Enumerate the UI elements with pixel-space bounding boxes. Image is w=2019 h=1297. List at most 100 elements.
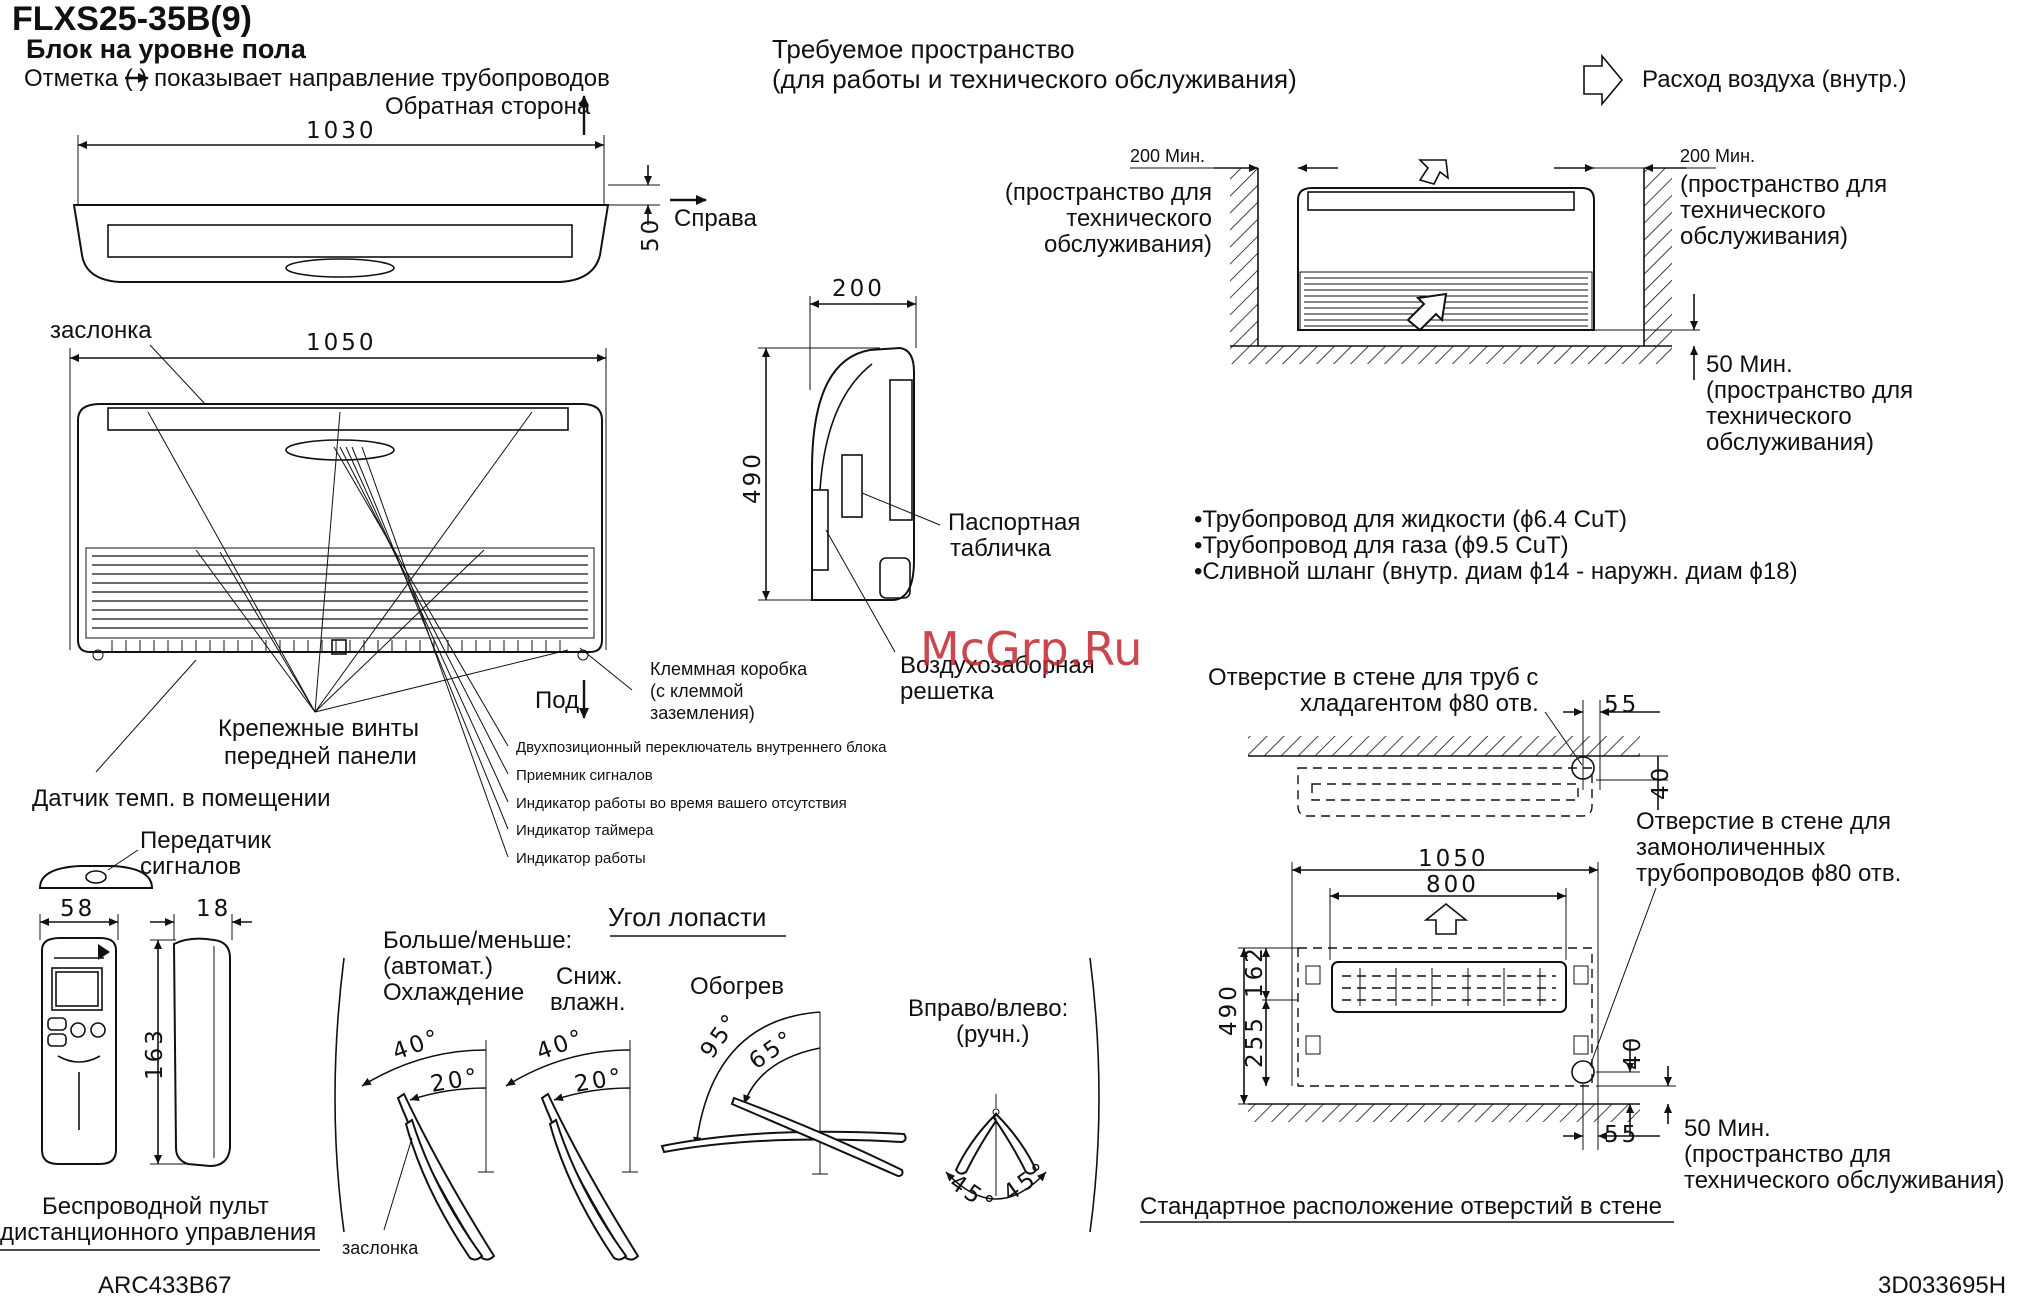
louver-title: Угол лопасти xyxy=(608,902,766,932)
model-title: FLXS25-35B(9) xyxy=(12,0,252,38)
top-depth-dim: 50 xyxy=(638,217,664,252)
dry-angle-20: 20° xyxy=(573,1064,627,1098)
louver-dry-2: влажн. xyxy=(550,989,626,1016)
wall-caption: Стандартное расположение отверстий в сте… xyxy=(1140,1193,1662,1220)
airflow-legend-label: Расход воздуха (внутр.) xyxy=(1642,66,1907,93)
piping-liquid: •Трубопровод для жидкости (ϕ6.4 CuT) xyxy=(1194,506,1627,533)
callout-switch: Двухпозиционный переключатель внутреннег… xyxy=(516,739,887,756)
space-title-1: Требуемое пространство xyxy=(772,34,1075,64)
top-width-dim: 1030 xyxy=(306,118,377,144)
space-bottom-min: 50 Мин. xyxy=(1706,351,1793,378)
hole-1-label-b: хладагентом ϕ80 отв. xyxy=(1300,690,1539,717)
remote-model: ARC433B67 xyxy=(98,1272,231,1297)
hole-2-label-a: Отверстие в стене для xyxy=(1636,808,1891,835)
front-grille xyxy=(92,555,588,652)
wall-dim-490: 490 xyxy=(1216,983,1242,1036)
louver-lr-2: (ручн.) xyxy=(956,1021,1030,1048)
louver-lr-1: Вправо/влево: xyxy=(908,995,1068,1022)
terminal-box-label-2: (с клеммой xyxy=(650,681,743,701)
flap-label: заслонка xyxy=(50,317,152,344)
louver-cool-2: (автомат.) xyxy=(383,953,493,980)
cool-angle-40: 40° xyxy=(389,1024,445,1065)
nameplate-label-2: табличка xyxy=(950,535,1052,562)
space-left-note-3: обслуживания) xyxy=(1044,231,1212,258)
remote-caption-2: дистанционного управления xyxy=(0,1219,316,1246)
front-callouts: Крепежные винты передней панели Датчик т… xyxy=(32,411,887,867)
remote-top-view xyxy=(38,865,154,889)
screws-label-1: Крепежные винты xyxy=(218,715,419,742)
required-space: Требуемое пространство (для работы и тех… xyxy=(772,34,1913,456)
wall-bottom-note-2: технического обслуживания) xyxy=(1684,1167,2004,1194)
hole-2-label-c: трубопроводов ϕ80 отв. xyxy=(1636,860,1901,887)
hole-1-dim-40: 40 xyxy=(1648,765,1674,800)
louver-angles: Угол лопасти Больше/меньше: (автомат.) О… xyxy=(334,902,1100,1261)
front-width-dim: 1050 xyxy=(306,330,377,356)
remote-height-dim: 163 xyxy=(142,1027,168,1080)
transmitter-label-2: сигналов xyxy=(140,853,241,880)
remote-depth-dim: 18 xyxy=(196,896,231,922)
bottom-side-label: Под xyxy=(535,687,579,714)
side-view: 200 490 Паспортная табличка Воздухозабор… xyxy=(740,276,1095,705)
temp-sensor-label: Датчик темп. в помещении xyxy=(32,785,331,812)
header: FLXS25-35B(9) Блок на уровне пола Отметк… xyxy=(12,0,610,135)
space-bottom-note-1: (пространство для xyxy=(1706,377,1913,404)
callout-timer-indicator: Индикатор таймера xyxy=(516,822,654,839)
remote-side xyxy=(172,937,231,1168)
space-right-note-1: (пространство для xyxy=(1680,171,1887,198)
wall-dim-40b: 40 xyxy=(1620,1035,1646,1070)
wall-bottom-min: 50 Мин. xyxy=(1684,1115,1771,1142)
wall-dim-55b: 55 xyxy=(1604,1122,1639,1148)
wall-bottom-note-1: (пространство для xyxy=(1684,1141,1891,1168)
space-bottom-note-2: технического xyxy=(1706,403,1852,430)
piping-specs: •Трубопровод для жидкости (ϕ6.4 CuT) •Тр… xyxy=(1194,506,1798,585)
piping-drain: •Сливной шланг (внутр. диам ϕ14 - наружн… xyxy=(1194,558,1798,585)
right-side-label: Справа xyxy=(674,205,758,232)
terminal-box-label-3: заземления) xyxy=(650,703,755,723)
wall-dim-1050: 1050 xyxy=(1418,846,1489,872)
nameplate-label-1: Паспортная xyxy=(948,509,1080,536)
top-view: 1030 50 Справа xyxy=(72,118,758,283)
wall-dim-162: 162 xyxy=(1242,945,1268,998)
lr-angle-left-45: 45° xyxy=(945,1170,1001,1220)
louver-dry-1: Сниж. xyxy=(556,963,623,990)
piping-gas: •Трубопровод для газа (ϕ9.5 CuT) xyxy=(1194,532,1569,559)
hole-2-label-b: замоноличенных xyxy=(1636,834,1825,861)
callout-receiver: Приемник сигналов xyxy=(516,767,653,784)
space-title-2: (для работы и технического обслуживания) xyxy=(772,64,1297,94)
airflow-out-icon xyxy=(1418,159,1449,185)
wall-dim-255: 255 xyxy=(1242,1015,1268,1068)
side-height-dim: 490 xyxy=(740,451,766,504)
cool-angle-20: 20° xyxy=(429,1064,483,1098)
front-view: заслонка 1050 xyxy=(50,317,607,661)
airflow-in-icon xyxy=(1406,292,1448,332)
space-right-note-3: обслуживания) xyxy=(1680,223,1848,250)
hole-1-label-a: Отверстие в стене для труб с xyxy=(1208,664,1538,691)
side-depth-dim: 200 xyxy=(832,276,885,302)
remote-controller: Передатчик сигналов 58 18 163 Беспроводн… xyxy=(0,827,320,1297)
wall-dim-800: 800 xyxy=(1426,872,1479,898)
terminal-box-label-1: Клеммная коробка xyxy=(650,659,808,679)
dry-angle-40: 40° xyxy=(533,1024,589,1065)
space-left-min: 200 Мин. xyxy=(1130,146,1205,166)
hole-1-dim-55: 55 xyxy=(1604,692,1639,718)
louver-heat: Обогрев xyxy=(690,973,784,1000)
subtitle: Блок на уровне пола xyxy=(26,34,307,64)
intake-label-1: Воздухозаборная xyxy=(900,652,1095,679)
louver-flap-label: заслонка xyxy=(342,1238,419,1258)
space-right-min: 200 Мин. xyxy=(1680,146,1755,166)
space-left-note-1: (пространство для xyxy=(1005,179,1212,206)
direction-note: Отметка ( ) показывает направление трубо… xyxy=(24,65,610,92)
heat-angle-95: 95° xyxy=(696,1008,746,1064)
transmitter-label-1: Передатчик xyxy=(140,827,271,854)
space-bottom-note-3: обслуживания) xyxy=(1706,429,1874,456)
intake-label-2: решетка xyxy=(900,678,995,705)
remote-width-dim: 58 xyxy=(60,896,95,922)
watermark: McGrp.Ru xyxy=(920,622,1142,676)
wall-holes: Отверстие в стене для труб с хладагентом… xyxy=(1140,664,2004,1223)
space-right-note-2: технического xyxy=(1680,197,1826,224)
back-side-label: Обратная сторона xyxy=(385,93,591,120)
space-left-note-2: технического xyxy=(1066,205,1212,232)
callout-operation-indicator: Индикатор работы xyxy=(516,850,646,867)
screws-label-2: передней панели xyxy=(224,743,417,770)
